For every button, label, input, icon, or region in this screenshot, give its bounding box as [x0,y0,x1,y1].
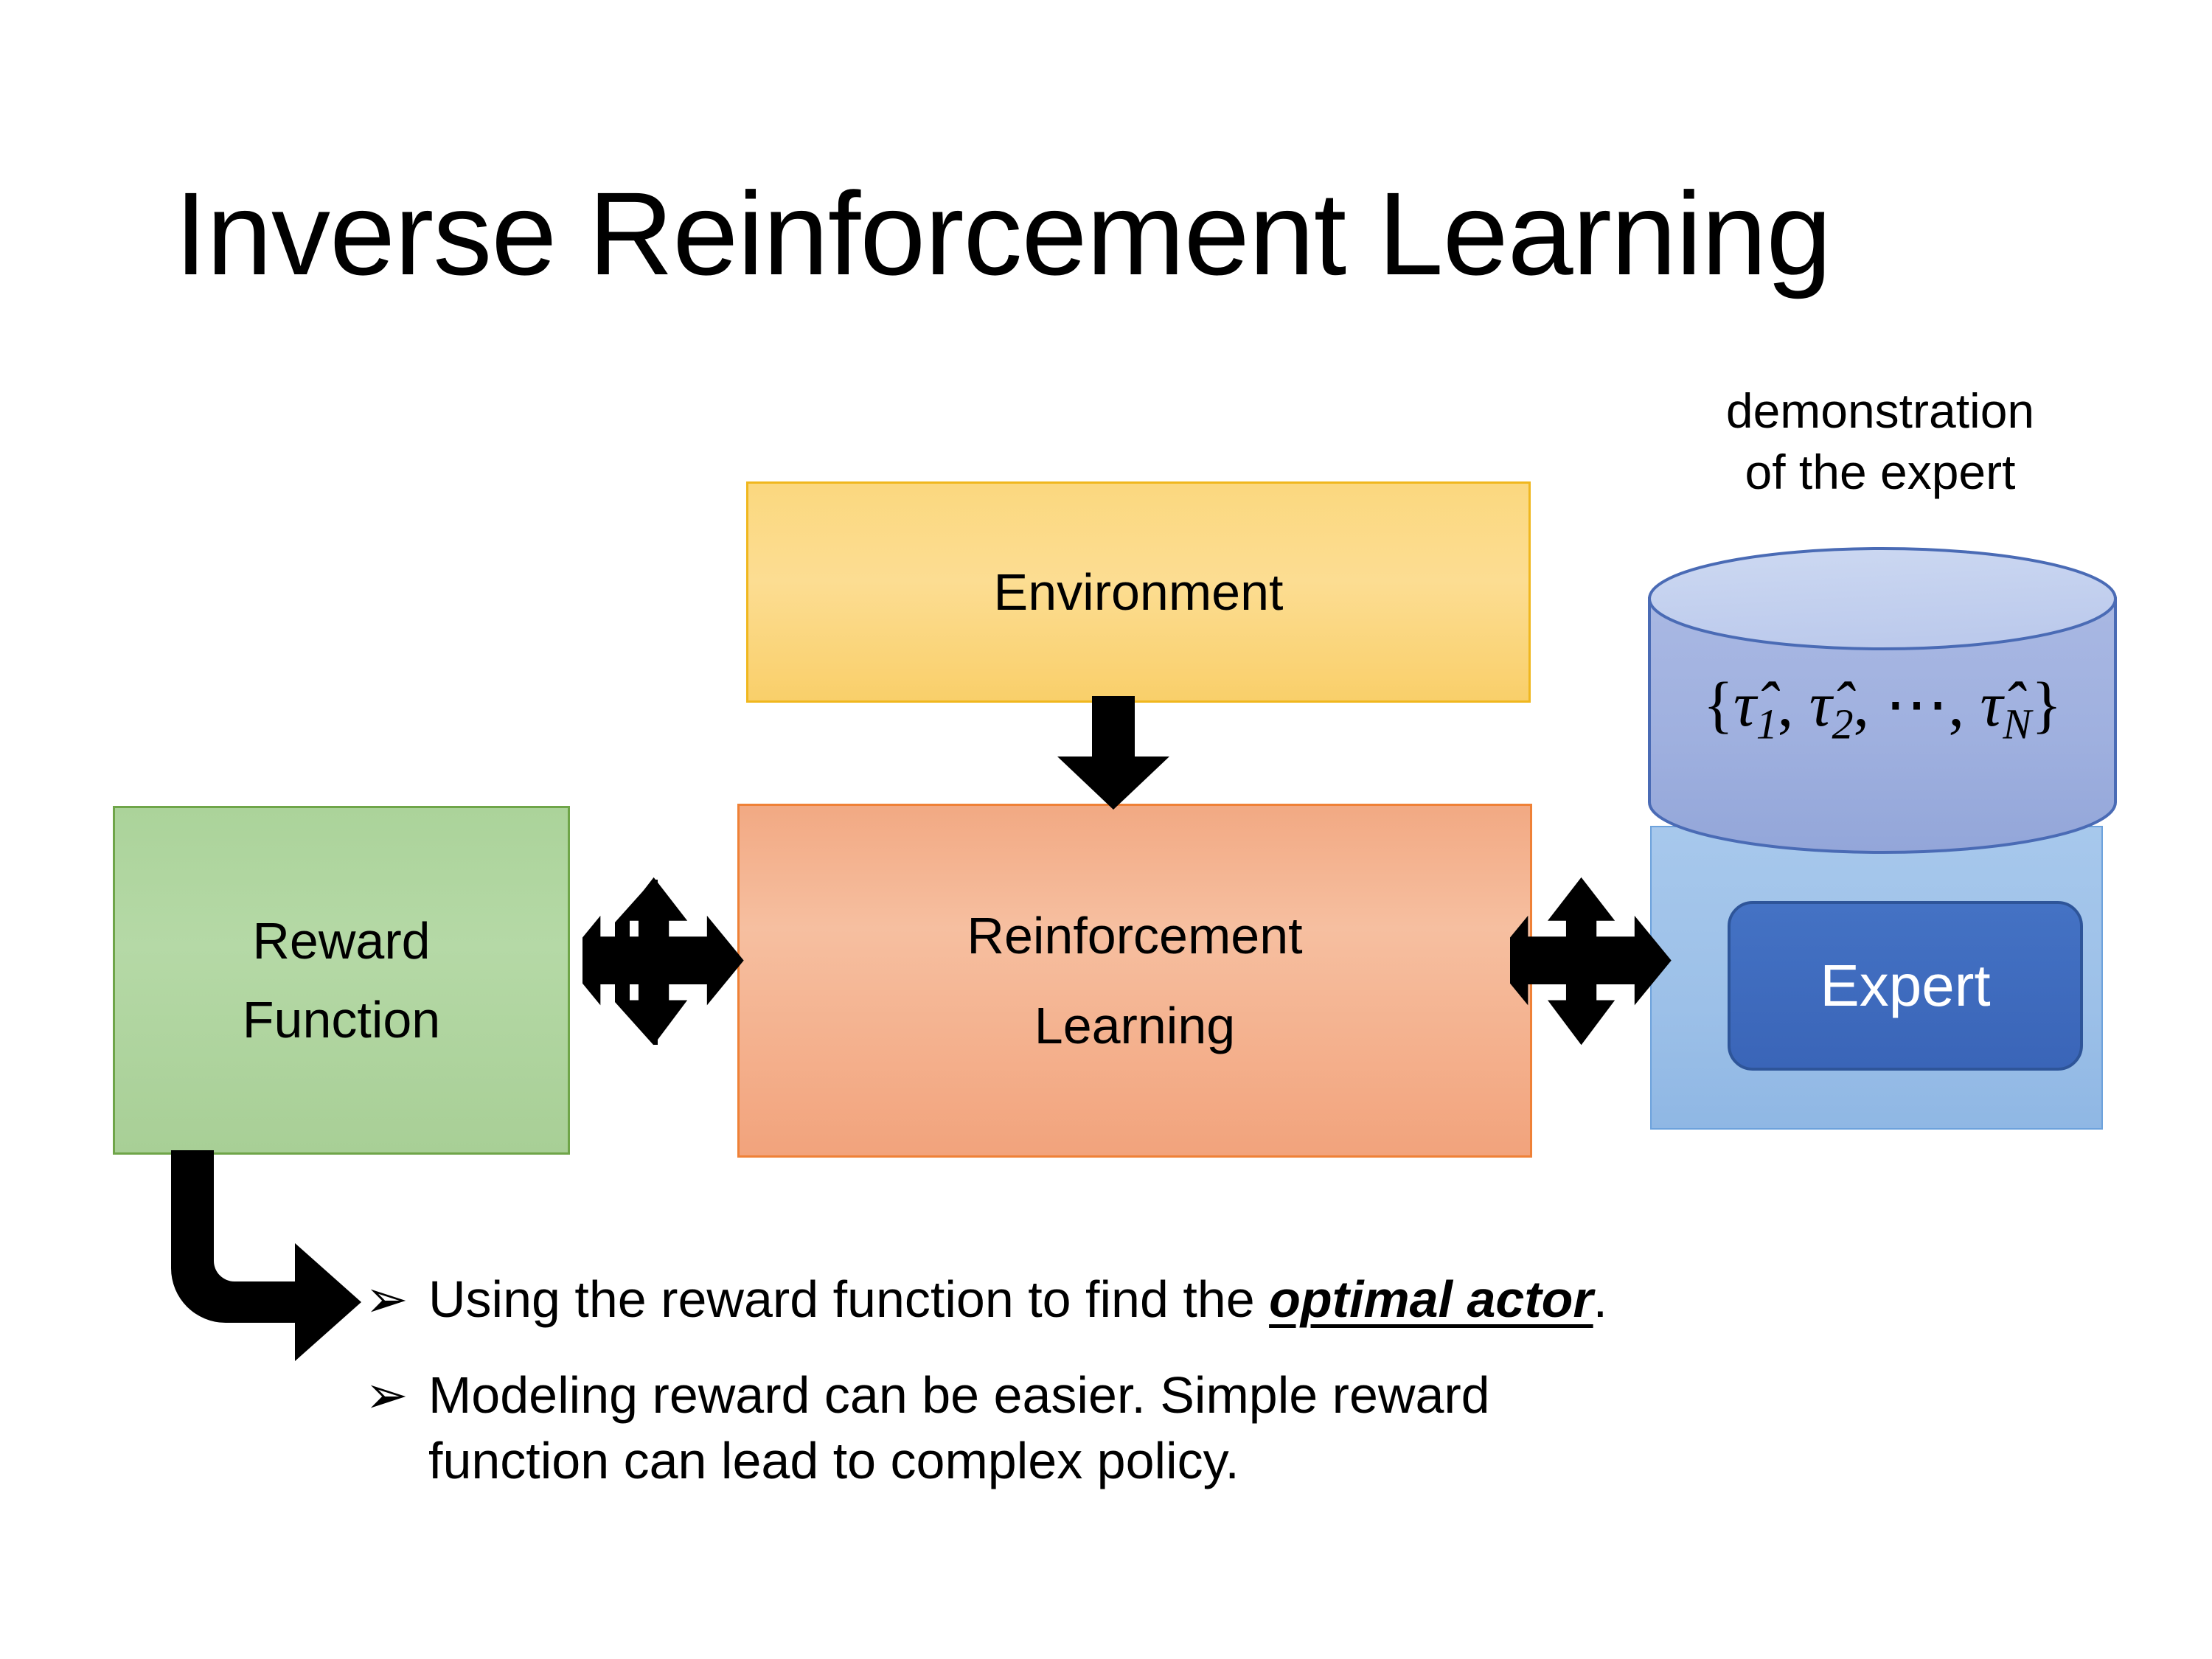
tau-hat-n: τ̂ [1980,669,2003,740]
tau-1-subscript: 1 [1756,700,1778,748]
quad-arrow-icon-left [582,874,745,1051]
brace-close: } [2031,669,2062,740]
bullet-1-pre: Using the reward function to find the [428,1270,1270,1328]
tau-hat-2: τ̂ [1809,669,1832,740]
demonstration-label-line1: demonstration [1725,383,2035,438]
brace-open: { [1703,669,1733,740]
reward-label-line2: Function [242,990,441,1048]
bullet-1-text: Using the reward function to find the op… [428,1267,1607,1333]
reward-function-label: Reward Function [243,902,440,1059]
rl-label-line2: Learning [1034,997,1236,1054]
quad-arrow-icon-right [1510,874,1672,1051]
environment-node[interactable]: Environment [746,481,1531,703]
trajectory-set-formula: {τ̂1, τ̂2, ⋯, τ̂N} [1647,667,2118,748]
bullet-2-line1: Modeling reward can be easier. Simple re… [428,1366,1490,1424]
down-arrow-icon [1057,696,1169,810]
demonstration-cylinder [1647,546,2118,855]
slide-title: Inverse Reinforcement Learning [174,167,1832,299]
bullet-marker-icon: ➢ [365,1270,408,1328]
bullet-item-2: ➢ Modeling reward can be easier. Simple … [365,1363,2135,1495]
bullet-marker-icon: ➢ [365,1366,408,1424]
expert-node[interactable]: Expert [1728,901,2083,1071]
bullet-list: ➢ Using the reward function to find the … [365,1267,2135,1524]
reward-label-line1: Reward [252,912,431,970]
bullet-2-line2: function can lead to complex policy. [428,1432,1239,1490]
demonstration-label-line2: of the expert [1745,445,2016,500]
tau-hat-1: τ̂ [1733,669,1756,740]
reward-function-node[interactable]: Reward Function [113,806,570,1155]
bullet-item-1: ➢ Using the reward function to find the … [365,1267,2135,1333]
demonstration-label: demonstration of the expert [1622,380,2138,503]
ellipsis: ⋯ [1885,669,1949,740]
expert-label: Expert [1820,953,1991,1018]
reinforcement-learning-node[interactable]: Reinforcement Learning [737,804,1532,1158]
bullet-1-emphasis: optimal actor [1269,1270,1593,1328]
bullet-1-post: . [1593,1270,1608,1328]
tau-2-subscript: 2 [1832,700,1854,748]
comma-3: , [1948,669,1980,740]
comma-2: , [1853,669,1885,740]
environment-label: Environment [993,563,1284,621]
comma-1: , [1777,669,1809,740]
reinforcement-learning-label: Reinforcement Learning [967,891,1302,1071]
bent-arrow-icon [171,1150,363,1371]
bullet-2-text: Modeling reward can be easier. Simple re… [428,1363,1490,1495]
tau-n-subscript: N [2003,700,2032,748]
rl-label-line1: Reinforcement [967,906,1303,964]
